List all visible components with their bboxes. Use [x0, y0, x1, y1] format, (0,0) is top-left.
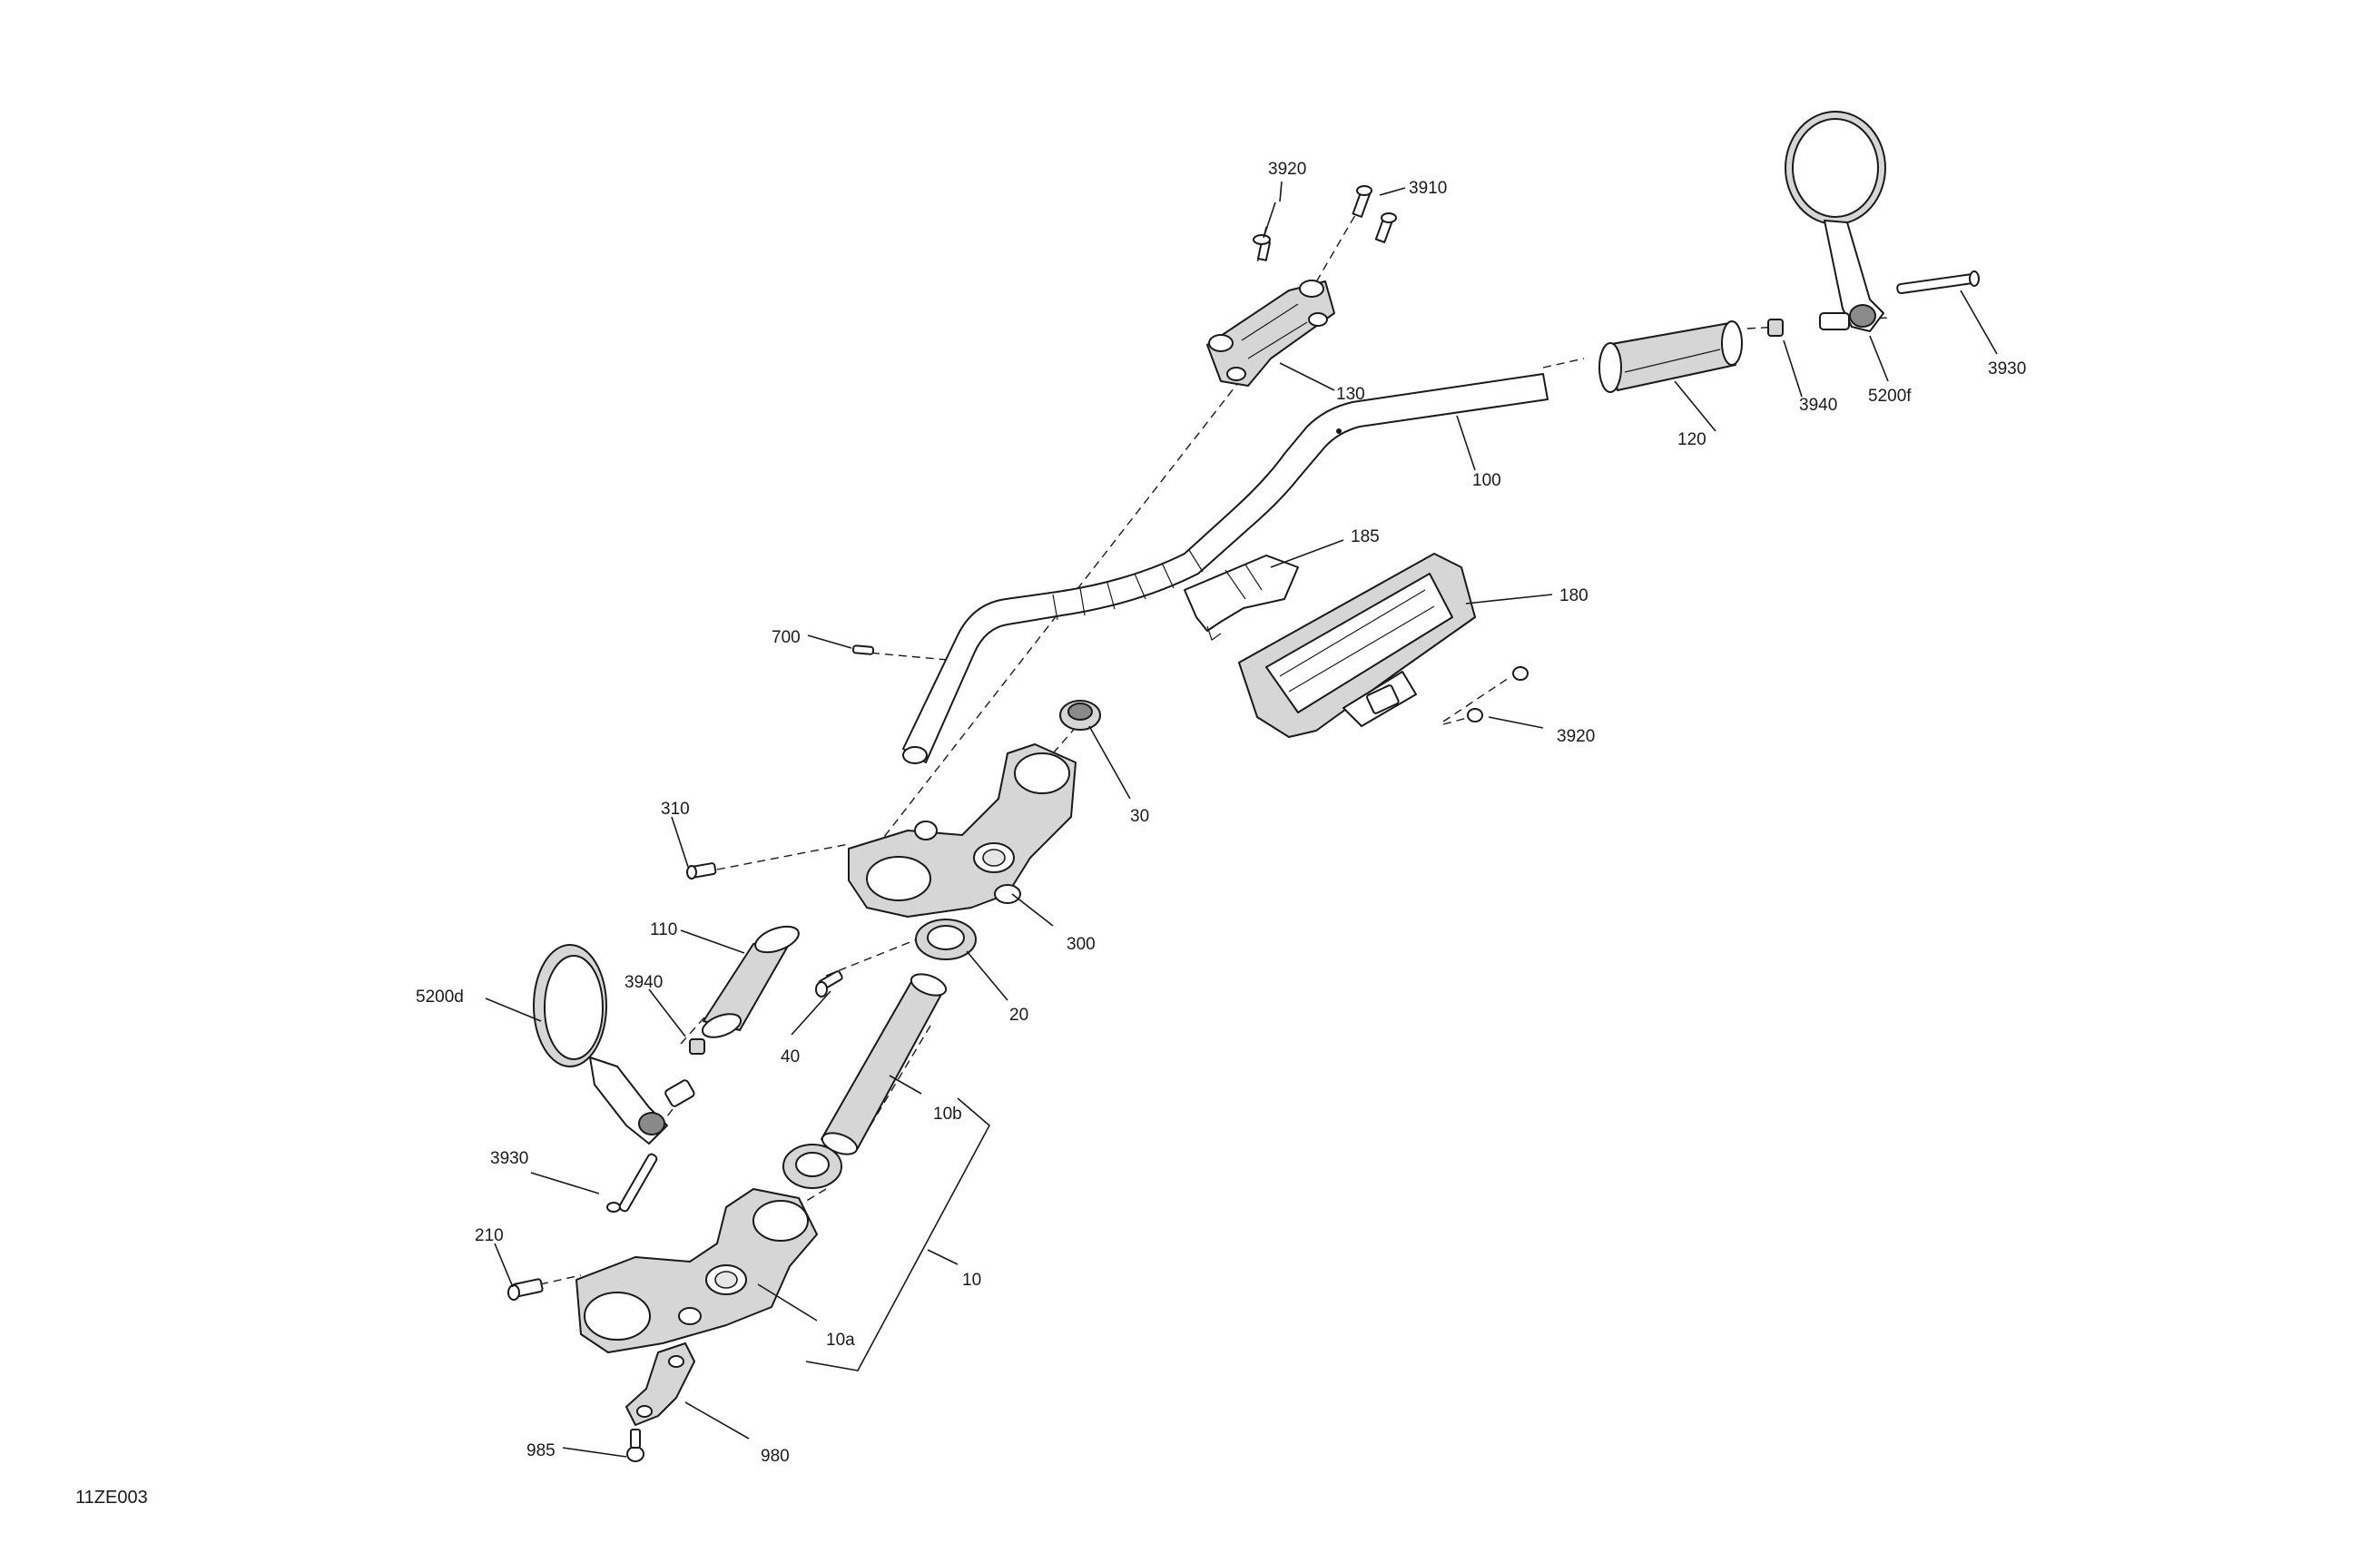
upper-triple-clamp-300 [848, 743, 1077, 918]
callout-100: 100 [1472, 471, 1501, 490]
nut-30 [1059, 700, 1101, 731]
callout-210: 210 [475, 1226, 504, 1245]
callout-980: 980 [761, 1447, 790, 1466]
callout-130: 130 [1336, 385, 1365, 404]
callout-700: 700 [772, 628, 801, 647]
callout-300: 300 [1067, 935, 1096, 954]
screw-3920-right-a [1512, 666, 1529, 681]
screw-700 [851, 644, 875, 655]
callout-180: 180 [1559, 586, 1588, 605]
callout-3910: 3910 [1409, 179, 1447, 198]
callout-10: 10 [962, 1271, 981, 1290]
callout-120: 120 [1677, 430, 1706, 449]
grip-110 [701, 925, 800, 1038]
screw-3910-b [1374, 212, 1397, 243]
callout-985: 985 [526, 1441, 556, 1460]
diagram-reference-code: 11ZE003 [75, 1488, 148, 1508]
leader-lines [485, 181, 1998, 1458]
screw-310 [686, 862, 717, 880]
callout-3920-top: 3920 [1268, 160, 1306, 179]
assembly-10-bracket [805, 1097, 991, 1371]
callout-5200d: 5200d [416, 988, 464, 1007]
callout-3930-right: 3930 [1988, 359, 2026, 378]
callout-3940-right: 3940 [1799, 396, 1837, 415]
screw-3920-top [1253, 234, 1271, 261]
mirror-5200f [1785, 111, 1886, 332]
bearing-20 [915, 919, 977, 960]
clamp-130 [1206, 280, 1335, 387]
callout-3930-left: 3930 [490, 1149, 528, 1168]
callout-185: 185 [1351, 527, 1380, 546]
screw-40 [815, 970, 843, 998]
cover-185 [1184, 555, 1299, 641]
grip-120 [1598, 320, 1743, 393]
callout-40: 40 [781, 1047, 800, 1066]
handlebar-100 [902, 373, 1549, 764]
callout-labels: 3920 3910 130 100 120 3940 5200f 3930 18… [416, 160, 2026, 1466]
screw-210 [507, 1278, 544, 1301]
stem-tube-10b [821, 973, 948, 1155]
lower-bearing [782, 1144, 842, 1189]
instrument-housing-180 [1238, 553, 1476, 738]
callout-310: 310 [661, 800, 690, 819]
callout-30: 30 [1130, 807, 1149, 826]
callout-3940-left: 3940 [625, 973, 663, 992]
callout-110: 110 [650, 920, 677, 939]
fastener-985 [626, 1429, 644, 1462]
lower-triple-clamp-10a [575, 1188, 818, 1353]
screw-3930-right [1896, 270, 1980, 295]
bracket-980 [625, 1342, 695, 1426]
callout-10b: 10b [933, 1105, 962, 1124]
callout-3920-right: 3920 [1557, 727, 1595, 746]
screw-3920-right-b [1467, 708, 1483, 722]
spacer-3940-right [1767, 319, 1784, 337]
mirror-5200d [533, 944, 695, 1145]
screw-3910-a [1352, 185, 1372, 218]
callout-20: 20 [1009, 1006, 1028, 1025]
callout-5200f: 5200f [1868, 387, 1912, 406]
callout-10a: 10a [826, 1331, 855, 1350]
screw-3930-left [606, 1153, 658, 1213]
spacer-3940-left [689, 1038, 705, 1055]
